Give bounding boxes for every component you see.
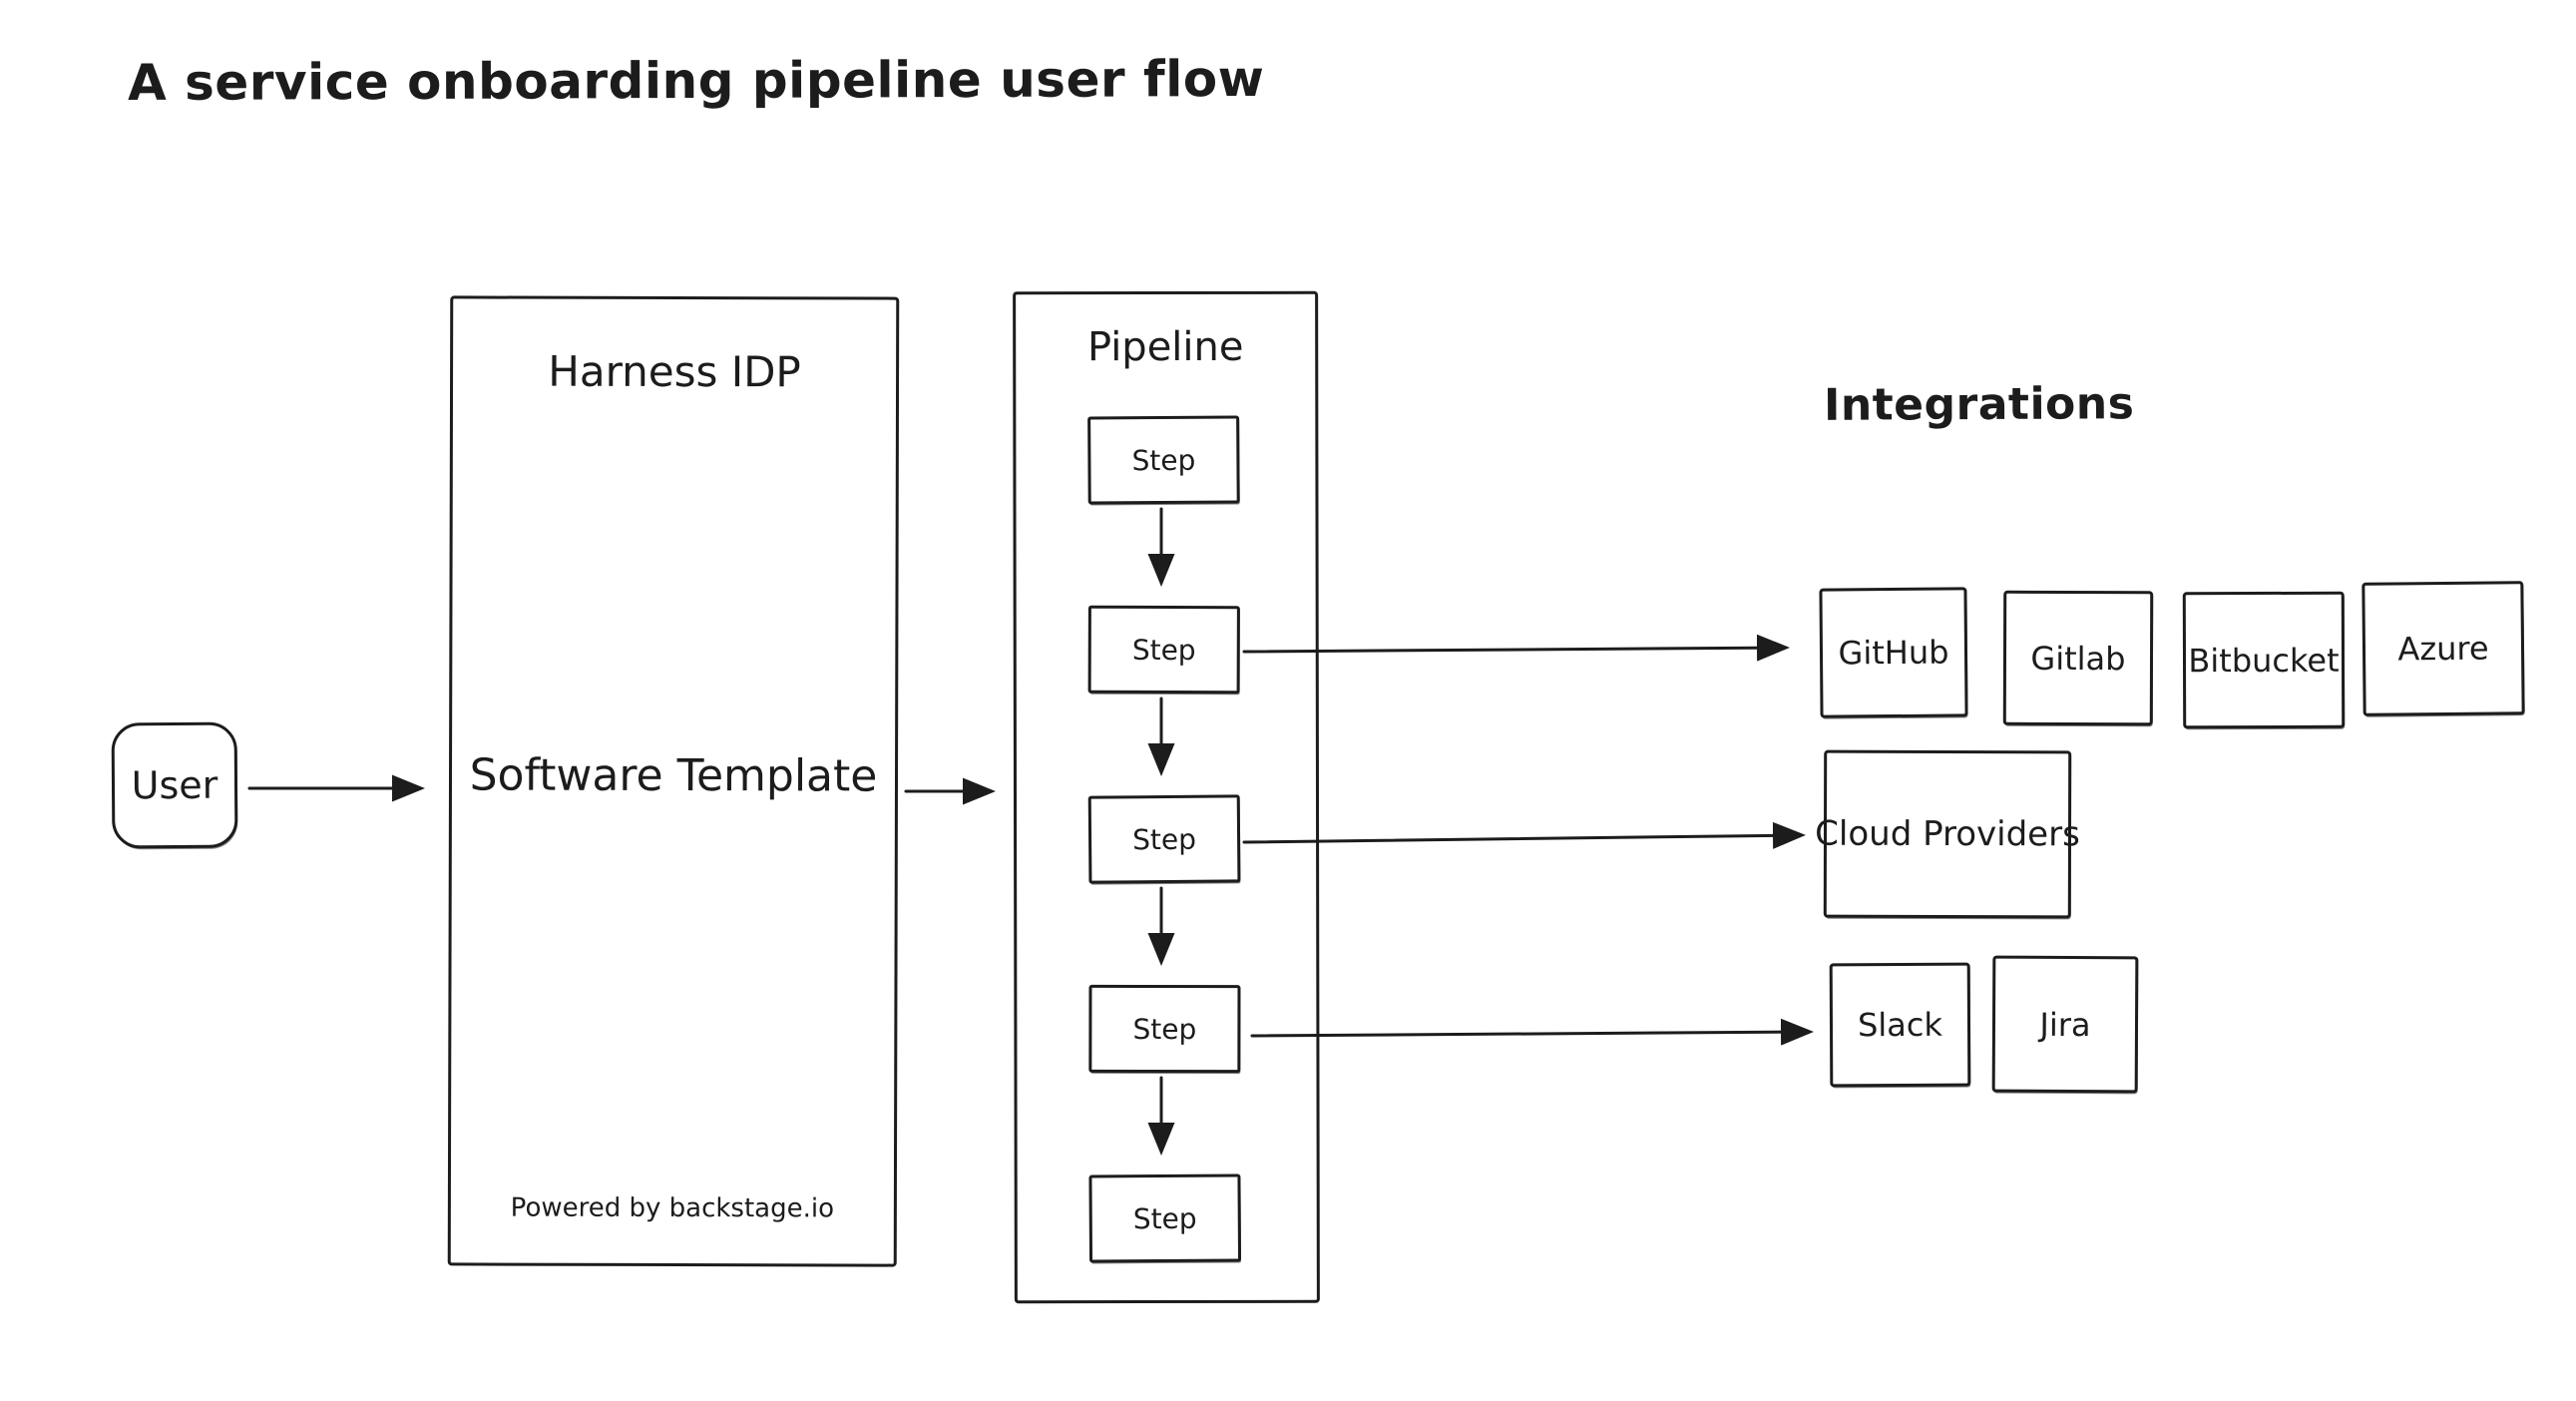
pipeline-step-5: Step	[1088, 1173, 1242, 1263]
user-label: User	[131, 762, 218, 808]
diagram-title: A service onboarding pipeline user flow	[127, 50, 1265, 112]
pipeline-step-2: Step	[1087, 605, 1240, 695]
node-azure: Azure	[2361, 581, 2525, 716]
node-cloud-providers: Cloud Providers	[1815, 749, 2080, 919]
pipeline-step-3: Step	[1087, 794, 1241, 884]
integrations-heading: Integrations	[1823, 378, 2135, 431]
node-jira: Jira	[1991, 955, 2139, 1094]
arrow-step2-to-github	[1242, 634, 1790, 662]
node-harness-idp: Harness IDP Software Template Powered by…	[447, 295, 900, 1267]
arrow-step3-to-cloud-providers	[1242, 821, 1806, 849]
arrow-step4-to-slack	[1250, 1018, 1814, 1046]
software-template-label: Software Template	[469, 749, 878, 802]
node-pipeline: Pipeline Step Step Step Step Step	[1013, 290, 1320, 1304]
pipeline-step-1: Step	[1087, 415, 1240, 505]
harness-idp-title: Harness IDP	[548, 346, 801, 397]
pipeline-step-4: Step	[1088, 984, 1241, 1074]
node-slack: Slack	[1829, 962, 1971, 1088]
powered-by-label: Powered by backstage.io	[510, 1192, 835, 1224]
node-github: GitHub	[1819, 587, 1968, 718]
node-user: User	[111, 721, 238, 849]
node-gitlab: Gitlab	[2002, 590, 2154, 726]
node-bitbucket: Bitbucket	[2182, 591, 2346, 729]
pipeline-title: Pipeline	[1086, 323, 1244, 371]
